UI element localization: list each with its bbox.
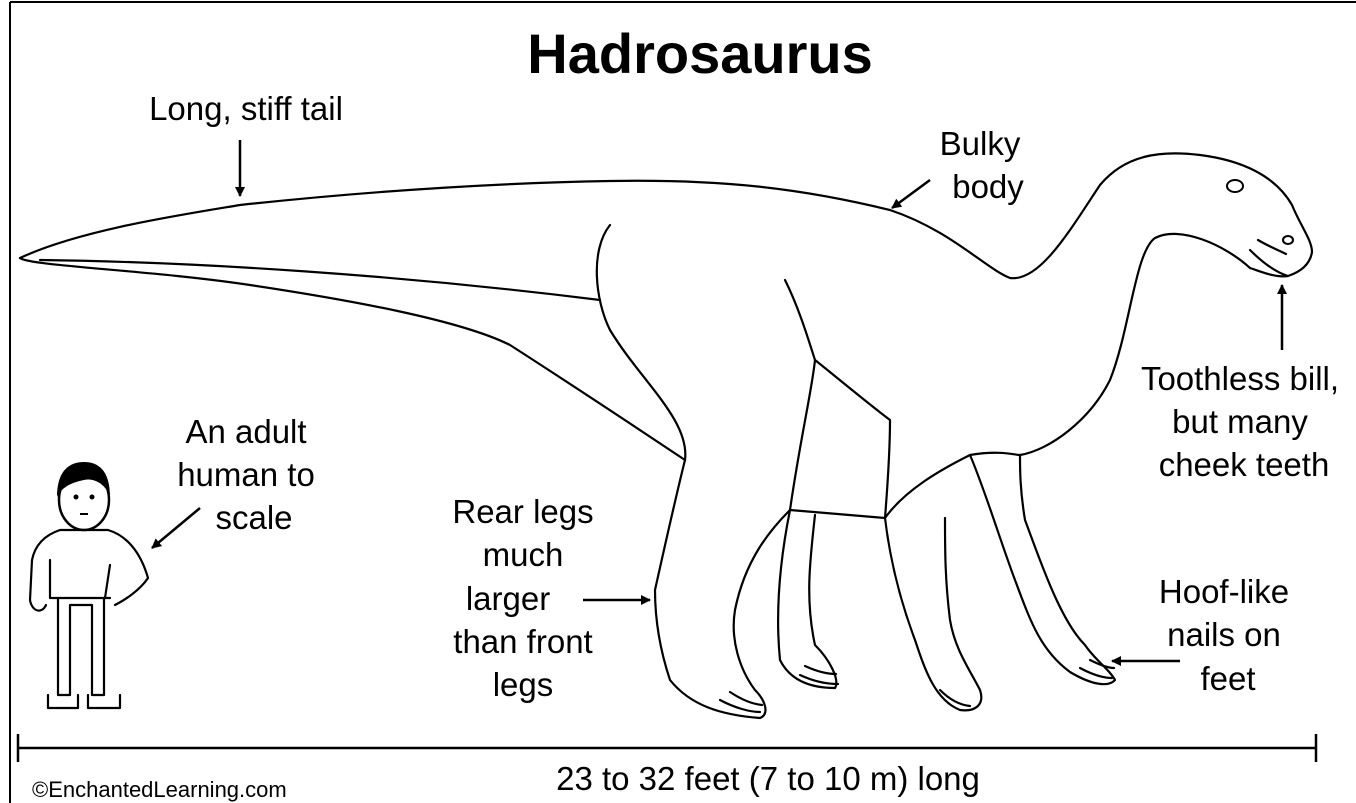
dinosaur-hip-line xyxy=(785,280,890,518)
human-figure xyxy=(30,462,148,708)
dinosaur-bill-outline xyxy=(1250,250,1312,276)
dinosaur-nostril xyxy=(1283,236,1293,244)
label-hooves-line-3: feet xyxy=(1200,660,1255,697)
dinosaur-eye xyxy=(1227,180,1243,192)
dinosaur-thigh-line xyxy=(597,225,686,460)
dinosaur-front-leg-near xyxy=(885,518,981,710)
label-body-line-1: Bulky xyxy=(940,125,1021,162)
label-bill-line-3: cheek teeth xyxy=(1159,446,1330,483)
label-rear-legs-line-2: much xyxy=(483,536,564,573)
dinosaur-tail-underside xyxy=(20,258,685,460)
label-rear-legs: Rear legs much larger than front legs xyxy=(452,493,650,703)
label-rear-legs-line-4: than front xyxy=(453,623,592,660)
dinosaur-rear-leg-far xyxy=(778,510,836,688)
label-body: Bulky body xyxy=(892,125,1024,208)
label-tail-line-1: Long, stiff tail xyxy=(149,90,343,127)
dinosaur-rear-leg-near xyxy=(655,460,790,718)
human-hand-left xyxy=(30,600,46,611)
label-bill-line-1: Toothless bill, xyxy=(1141,360,1339,397)
label-hooves-line-2: nails on xyxy=(1167,616,1281,653)
dinosaur-back-outline xyxy=(20,153,1312,278)
human-feet xyxy=(48,695,120,708)
dinosaur-belly-line xyxy=(790,453,1020,518)
human-legs xyxy=(58,598,104,695)
dinosaur-front-toes-near xyxy=(940,690,970,706)
dinosaur-flank-line xyxy=(790,360,815,510)
dinosaur-front-toes xyxy=(1080,660,1114,678)
label-human-line-1: An adult xyxy=(185,413,306,450)
label-rear-legs-line-3: larger xyxy=(466,580,550,617)
human-arrow xyxy=(152,508,200,548)
scale-bar-text: 23 to 32 feet (7 to 10 m) long xyxy=(556,760,980,797)
label-hooves: Hoof-like nails on feet xyxy=(1112,573,1289,697)
human-eye-left xyxy=(74,495,79,500)
label-human-line-2: human to xyxy=(177,456,315,493)
dinosaur-tail-inner-line xyxy=(40,260,600,300)
label-body-line-2: body xyxy=(952,168,1024,205)
label-tail: Long, stiff tail xyxy=(149,90,343,196)
dinosaur-rear-toes-near xyxy=(720,692,762,712)
label-bill-line-2: but many xyxy=(1172,403,1308,440)
label-hooves-line-1: Hoof-like xyxy=(1159,573,1289,610)
label-bill: Toothless bill, but many cheek teeth xyxy=(1141,285,1339,483)
dinosaur-mouth-line xyxy=(1258,240,1286,254)
human-torso xyxy=(30,530,148,605)
label-human: An adult human to scale xyxy=(152,413,315,548)
human-eye-right xyxy=(90,495,95,500)
label-rear-legs-line-5: legs xyxy=(493,666,554,703)
credit-text: ©EnchantedLearning.com xyxy=(32,777,287,802)
label-rear-legs-line-1: Rear legs xyxy=(452,493,593,530)
label-human-line-3: scale xyxy=(215,499,292,536)
page-title: Hadrosaurus xyxy=(527,22,872,85)
body-arrow xyxy=(892,180,930,208)
dinosaur-front-leg-far xyxy=(970,455,1115,684)
